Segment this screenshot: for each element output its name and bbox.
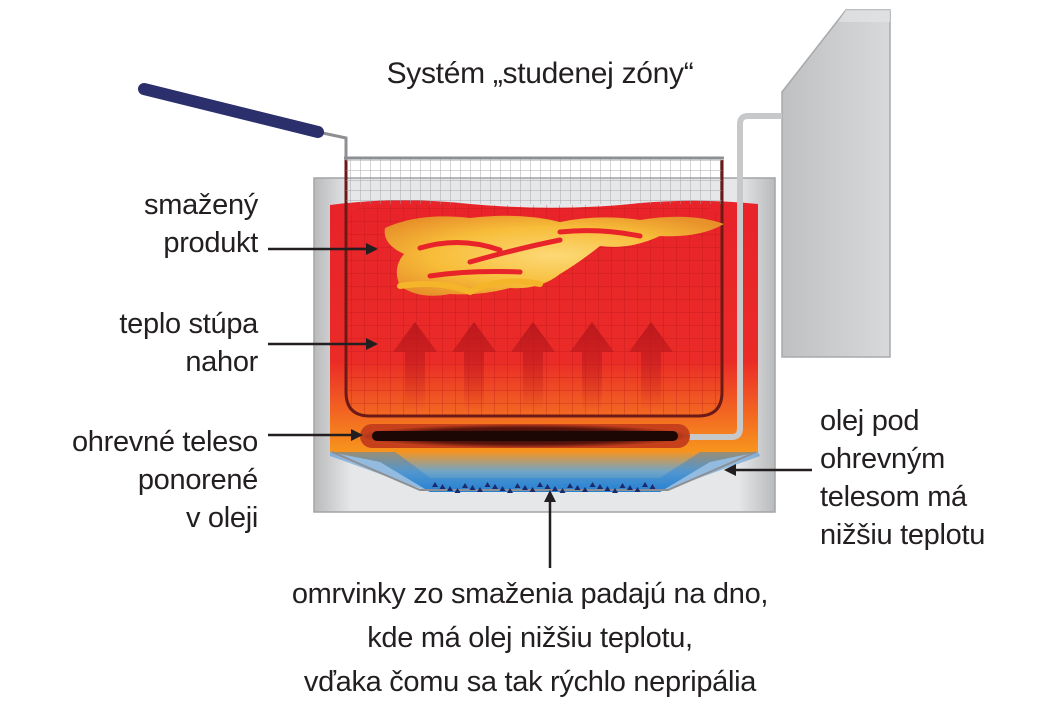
crumb	[499, 486, 506, 491]
crumb	[447, 486, 453, 491]
crumb	[484, 482, 491, 487]
crumb	[634, 487, 641, 492]
crumb	[469, 485, 476, 490]
basket-handle	[138, 83, 324, 138]
heat-arrow-2	[452, 322, 496, 410]
heat-arrow-1	[393, 322, 437, 410]
crumb	[582, 487, 588, 492]
fryer-control-panel	[781, 9, 891, 358]
crumb	[514, 483, 521, 488]
crumb	[612, 488, 618, 493]
crumb	[574, 485, 581, 490]
crumb	[559, 488, 566, 493]
crumb	[597, 484, 603, 489]
crumb	[537, 482, 543, 487]
crumb	[627, 485, 633, 490]
crumb	[462, 483, 468, 488]
crumb	[589, 482, 596, 487]
crumb	[432, 482, 438, 487]
crumb	[619, 483, 626, 488]
diagram-title: Systém „studenej zóny“	[386, 57, 694, 90]
fried-product	[384, 215, 724, 296]
crumb	[507, 488, 513, 493]
crumb	[529, 487, 536, 492]
crumb	[492, 484, 498, 489]
label-crumbs: omrvinky zo smaženia padajú na dno,kde m…	[291, 578, 769, 698]
crumb	[544, 484, 551, 489]
crumb	[439, 484, 446, 489]
crumb	[552, 486, 558, 491]
heat-arrow-3	[511, 322, 555, 410]
fry-basket	[344, 160, 724, 418]
heat-arrows	[393, 322, 673, 410]
crumb	[477, 487, 483, 492]
crumb	[649, 484, 656, 489]
crumbs	[432, 482, 656, 493]
crumb	[604, 486, 611, 491]
crumb	[454, 488, 461, 493]
heat-arrow-4	[570, 322, 614, 410]
heat-arrow-5	[629, 322, 673, 410]
crumb	[642, 482, 648, 487]
crumb	[522, 485, 528, 490]
cold-zone	[330, 452, 760, 492]
crumb	[567, 483, 573, 488]
